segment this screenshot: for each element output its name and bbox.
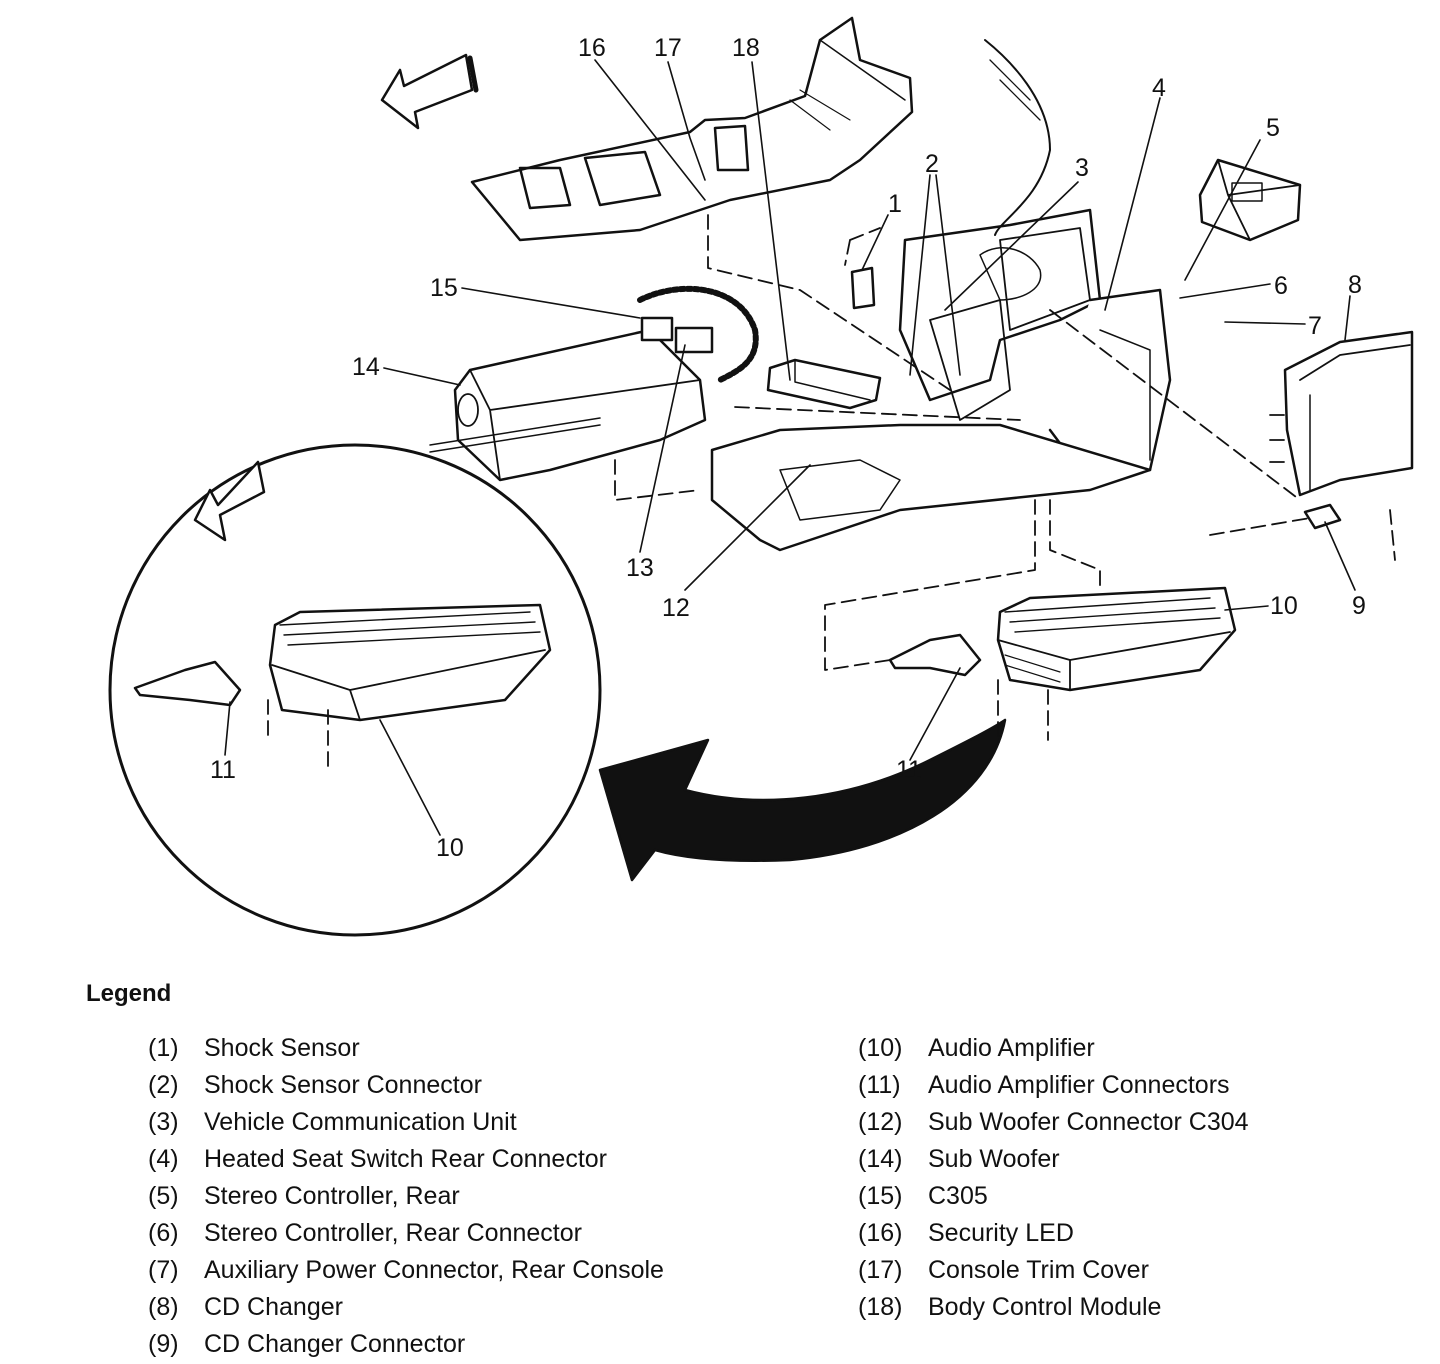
callout-11-inset: 11 (210, 756, 236, 784)
legend-item: (18) Body Control Module (858, 1289, 1249, 1326)
legend-item: (9) CD Changer Connector (148, 1326, 664, 1363)
legend-item-label: Security LED (928, 1219, 1074, 1247)
detail-inset (108, 443, 602, 937)
legend-item-number: (12) (858, 1108, 903, 1136)
legend-item-number: (14) (858, 1145, 903, 1173)
legend-item: (17) Console Trim Cover (858, 1252, 1249, 1289)
sub-woofer (429, 328, 707, 482)
legend-item: (10) Audio Amplifier (858, 1030, 1249, 1067)
legend-item: (1) Shock Sensor (148, 1030, 664, 1067)
callout-4: 4 (1152, 74, 1166, 102)
legend-item-label: Shock Sensor Connector (204, 1071, 482, 1099)
callout-12: 12 (662, 594, 690, 622)
legend-item-label: Sub Woofer (928, 1145, 1060, 1173)
legend-item-number: (16) (858, 1219, 903, 1247)
legend-item-number: (8) (148, 1293, 179, 1321)
legend-left-column: (1) Shock Sensor (2) Shock Sensor Connecto… (148, 1030, 664, 1363)
legend-item-label: Heated Seat Switch Rear Connector (204, 1145, 607, 1173)
legend-item: (14) Sub Woofer (858, 1141, 1249, 1178)
legend-item: (7) Auxiliary Power Connector, Rear Conso… (148, 1252, 664, 1289)
callout-10-inset: 10 (436, 834, 464, 862)
legend-item-number: (1) (148, 1034, 179, 1062)
console-assembly (710, 39, 1172, 552)
audio-amplifier (996, 586, 1237, 692)
callout-16: 16 (578, 34, 606, 62)
callout-2: 2 (925, 150, 939, 178)
curved-arrow-icon (598, 718, 1007, 882)
legend-item-number: (4) (148, 1145, 179, 1173)
legend-item: (11) Audio Amplifier Connectors (858, 1067, 1249, 1104)
callout-14: 14 (352, 353, 380, 381)
legend-item-number: (3) (148, 1108, 179, 1136)
forward-arrow-icon (380, 53, 479, 130)
legend-item-label: Audio Amplifier (928, 1034, 1095, 1062)
callout-18: 18 (732, 34, 760, 62)
legend-item: (5) Stereo Controller, Rear (148, 1178, 664, 1215)
legend-title: Legend (86, 980, 172, 1007)
callout-3: 3 (1075, 154, 1089, 182)
legend-item-number: (17) (858, 1256, 903, 1284)
callout-1: 1 (888, 190, 902, 218)
legend-item-number: (5) (148, 1182, 179, 1210)
legend-item-number: (6) (148, 1219, 179, 1247)
callout-7: 7 (1308, 312, 1322, 340)
callout-labels: 1 2 3 4 5 6 7 8 9 10 10 11 11 12 13 14 1… (210, 34, 1366, 862)
exploded-view-diagram: 1 2 3 4 5 6 7 8 9 10 10 11 11 12 13 14 1… (108, 16, 1414, 937)
stereo-controller-rear (1198, 158, 1302, 242)
body-control-module (766, 358, 882, 410)
legend-item-label: Audio Amplifier Connectors (928, 1071, 1230, 1099)
legend-item-label: CD Changer Connector (204, 1330, 466, 1358)
legend-item-label: Shock Sensor (204, 1034, 360, 1062)
legend-item: (3) Vehicle Communication Unit (148, 1104, 664, 1141)
shock-sensor (850, 266, 876, 310)
legend-item: (12) Sub Woofer Connector C304 (858, 1104, 1249, 1141)
legend-item: (6) Stereo Controller, Rear Connector (148, 1215, 664, 1252)
legend-item-number: (18) (858, 1293, 903, 1321)
legend-item-number: (9) (148, 1330, 179, 1358)
legend-item-label: Stereo Controller, Rear Connector (204, 1219, 582, 1247)
legend-item-label: Stereo Controller, Rear (204, 1182, 460, 1210)
legend-item: (8) CD Changer (148, 1289, 664, 1326)
callout-10: 10 (1270, 592, 1298, 620)
cd-changer-connector (1303, 503, 1342, 530)
legend-item-label: Auxiliary Power Connector, Rear Console (204, 1256, 664, 1284)
legend-item-label: Sub Woofer Connector C304 (928, 1108, 1249, 1136)
legend-item-label: Console Trim Cover (928, 1256, 1149, 1284)
legend-item-label: CD Changer (204, 1293, 343, 1321)
legend-item: (4) Heated Seat Switch Rear Connector (148, 1141, 664, 1178)
legend-item-label: Vehicle Communication Unit (204, 1108, 517, 1136)
callout-17: 17 (654, 34, 682, 62)
callout-6: 6 (1274, 272, 1288, 300)
callout-5: 5 (1266, 114, 1280, 142)
callout-13: 13 (626, 554, 654, 582)
audio-amplifier-connector (888, 633, 982, 677)
callout-8: 8 (1348, 271, 1362, 299)
legend-right-column: (10) Audio Amplifier (11) Audio Amplifier … (858, 1030, 1249, 1326)
legend-item-label: Body Control Module (928, 1293, 1162, 1321)
legend-item: (15) C305 (858, 1178, 1249, 1215)
legend-item-label: C305 (928, 1182, 988, 1210)
legend-item-number: (2) (148, 1071, 179, 1099)
legend-item: (16) Security LED (858, 1215, 1249, 1252)
legend-item-number: (15) (858, 1182, 903, 1210)
connector-c305 (637, 285, 759, 383)
console-trim-cover (470, 16, 914, 242)
legend-item-number: (7) (148, 1256, 179, 1284)
callout-15: 15 (430, 274, 458, 302)
legend-item-number: (10) (858, 1034, 903, 1062)
callout-9: 9 (1352, 592, 1366, 620)
legend-item-number: (11) (858, 1071, 901, 1099)
callout-11: 11 (896, 756, 922, 784)
cd-changer (1283, 330, 1414, 497)
legend-item: (2) Shock Sensor Connector (148, 1067, 664, 1104)
